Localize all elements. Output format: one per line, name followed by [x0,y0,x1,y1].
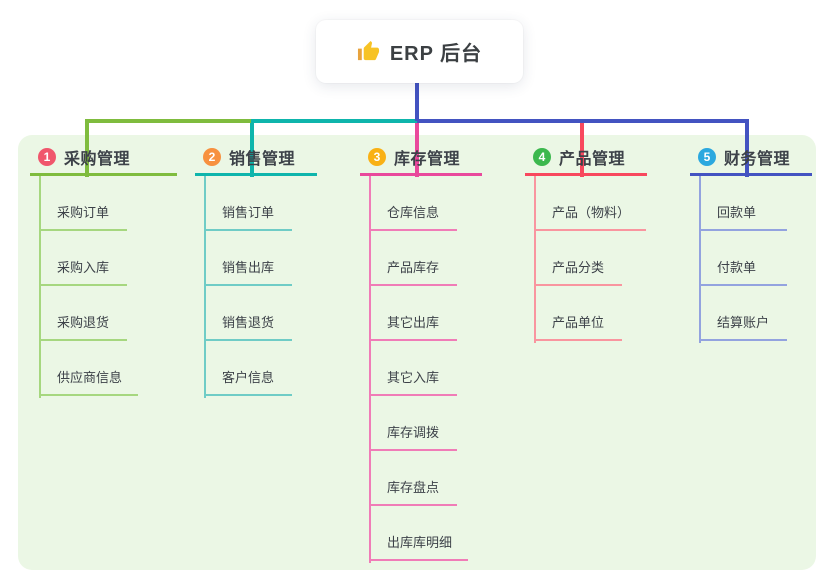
list-item[interactable]: 采购订单 [39,176,127,231]
branch-vline [369,176,371,563]
branch-underline [690,173,812,176]
branch-items: 回款单 付款单 结算账户 [699,176,787,341]
root-title: ERP 后台 [389,43,483,65]
connector-drop-2 [250,119,254,177]
branch-vline [534,176,536,343]
thumbs-up-icon [357,40,380,63]
list-item[interactable]: 仓库信息 [369,176,457,231]
badge-5: 5 [698,148,716,166]
list-item[interactable]: 付款单 [699,231,787,286]
list-item[interactable]: 库存调拨 [369,396,457,451]
list-item[interactable]: 客户信息 [204,341,292,396]
branch-header-sales[interactable]: 2 销售管理 [193,144,358,170]
list-item[interactable]: 销售订单 [204,176,292,231]
branch-finance: 5 财务管理 回款单 付款单 结算账户 [688,144,839,343]
badge-1: 1 [38,148,56,166]
branch-title: 产品管理 [559,151,626,168]
branch-underline [30,173,177,176]
list-item[interactable]: 出库库明细 [369,506,469,561]
branch-items: 仓库信息 产品库存 其它出库 其它入库 库存调拨 库存盘点 出库库明细 [369,176,469,561]
list-item[interactable]: 供应商信息 [39,341,139,396]
branch-underline [195,173,317,176]
branch-vline [699,176,701,343]
branch-product: 4 产品管理 产品（物料） 产品分类 产品单位 [523,144,688,343]
list-item[interactable]: 采购入库 [39,231,127,286]
badge-2: 2 [203,148,221,166]
connector-bus-left [85,119,251,123]
list-item[interactable]: 库存盘点 [369,451,457,506]
connector-drop-1 [85,119,89,177]
connector-drop-4 [580,119,584,177]
list-item[interactable]: 结算账户 [699,286,787,341]
list-item[interactable]: 产品单位 [534,286,622,341]
badge-3: 3 [368,148,386,166]
connector-bus-mid [251,119,417,123]
branch-vline [204,176,206,398]
branch-sales: 2 销售管理 销售订单 销售出库 销售退货 客户信息 [193,144,358,398]
list-item[interactable]: 回款单 [699,176,787,231]
branch-header-purchase[interactable]: 1 采购管理 [28,144,193,170]
list-item[interactable]: 采购退货 [39,286,127,341]
branch-underline [360,173,482,176]
branch-title: 销售管理 [229,151,296,168]
branch-purchase: 1 采购管理 采购订单 采购入库 采购退货 供应商信息 [28,144,193,398]
branch-header-inventory[interactable]: 3 库存管理 [358,144,523,170]
branch-header-product[interactable]: 4 产品管理 [523,144,688,170]
list-item[interactable]: 产品（物料） [534,176,647,231]
branch-title: 采购管理 [64,151,131,168]
branch-title: 财务管理 [724,151,791,168]
list-item[interactable]: 销售出库 [204,231,292,286]
branch-items: 产品（物料） 产品分类 产品单位 [534,176,647,341]
branch-vline [39,176,41,398]
background-panel [18,135,816,570]
list-item[interactable]: 产品分类 [534,231,622,286]
branch-items: 采购订单 采购入库 采购退货 供应商信息 [39,176,139,396]
list-item[interactable]: 产品库存 [369,231,457,286]
connector-drop-5 [745,119,749,177]
list-item[interactable]: 销售退货 [204,286,292,341]
branch-title: 库存管理 [394,151,461,168]
list-item[interactable]: 其它出库 [369,286,457,341]
branch-underline [525,173,647,176]
list-item[interactable]: 其它入库 [369,341,457,396]
connector-bus-right [417,119,749,123]
connector-drop-3 [415,119,419,177]
branch-header-finance[interactable]: 5 财务管理 [688,144,839,170]
branch-items: 销售订单 销售出库 销售退货 客户信息 [204,176,292,396]
connector-root-line [415,82,419,121]
badge-4: 4 [533,148,551,166]
root-node[interactable]: ERP 后台 [316,20,523,83]
branch-inventory: 3 库存管理 仓库信息 产品库存 其它出库 其它入库 库存调拨 库存盘点 出库库… [358,144,523,563]
